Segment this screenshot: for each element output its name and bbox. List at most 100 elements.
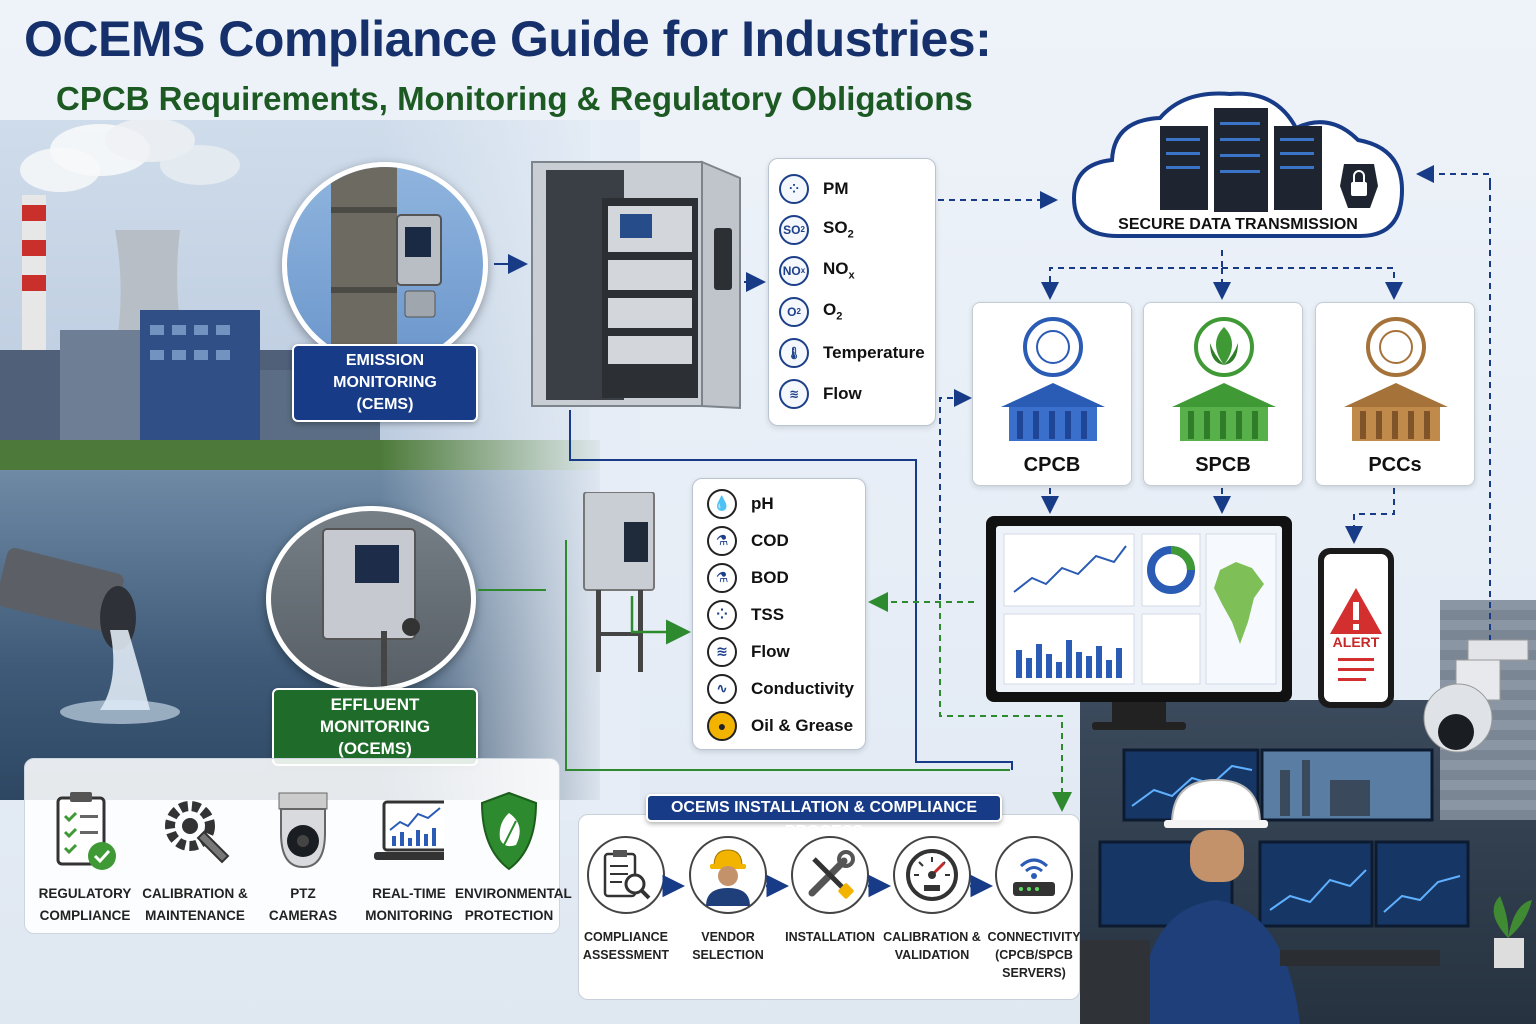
monitor-stand xyxy=(1112,702,1166,724)
spcb-building-icon xyxy=(1172,317,1276,441)
so2-text-sub: 2 xyxy=(847,228,854,241)
gauge-icon xyxy=(893,836,971,914)
nox-text-sub: x xyxy=(848,269,855,282)
param-conductivity-label: Conductivity xyxy=(751,678,854,698)
arrow-control-to-cloud xyxy=(1416,165,1491,184)
server-rack-icon xyxy=(1160,108,1322,212)
param-o2-label: O2 xyxy=(823,300,842,322)
param-nox-label: NOx xyxy=(823,259,855,281)
o2-badge-sub: 2 xyxy=(796,307,801,316)
param-tss-label: TSS xyxy=(751,604,785,624)
flask-icon: ⚗ xyxy=(707,562,737,593)
phone-screen: ALERT xyxy=(1324,554,1388,702)
step-calibration-validation: CALIBRATION & VALIDATION xyxy=(882,836,982,964)
step-label-line: INSTALLATION xyxy=(785,930,875,944)
arrow-to-cpcb xyxy=(939,389,972,600)
feature-environmental-protection: ENVIRONMENTAL PROTECTION xyxy=(455,759,572,927)
feature-label-line: COMPLIANCE xyxy=(39,908,131,923)
ocems-analyzer-stand-icon xyxy=(583,492,655,672)
page-title: OCEMS Compliance Guide for Industries: xyxy=(24,11,992,67)
param-temperature: 🌡 Temperature xyxy=(769,332,935,373)
authority-card-cpcb: CPCB xyxy=(972,302,1132,486)
feature-label-line: PTZ xyxy=(290,886,316,901)
outfall-pipe-illustration xyxy=(0,548,180,724)
page-subtitle: CPCB Requirements, Monitoring & Regulato… xyxy=(56,80,973,117)
arrow-cloud-to-cpcb xyxy=(1041,250,1223,300)
param-tss: ⁘ TSS xyxy=(693,596,865,633)
feature-label-line: PROTECTION xyxy=(464,908,554,923)
nox-badge-sub: x xyxy=(800,266,806,275)
alert-line xyxy=(1338,658,1374,661)
effluent-analyzer-photo xyxy=(266,506,476,692)
flow-icon: ≋ xyxy=(707,636,737,667)
param-ph-label: pH xyxy=(751,493,774,513)
nox-text: NO xyxy=(823,259,849,279)
param-flow-effluent: ≋Flow xyxy=(693,633,865,670)
clipboard-check-icon xyxy=(50,789,120,873)
particles-icon: ⁘ xyxy=(779,173,809,204)
param-pm: ⁘ PM xyxy=(769,168,935,209)
feature-label-line: MAINTENANCE xyxy=(145,908,245,923)
effluent-label-line2: (OCEMS) xyxy=(338,739,412,758)
authority-card-pccs: PCCs xyxy=(1315,302,1475,486)
param-flow-label: Flow xyxy=(823,383,862,403)
secure-data-transmission-label: SECURE DATA TRANSMISSION xyxy=(1118,216,1358,233)
param-bod: ⚗ BOD xyxy=(693,559,865,596)
step-label-line: COMPLIANCE xyxy=(583,930,669,944)
laptop-chart-icon xyxy=(374,789,444,873)
cpcb-building-icon xyxy=(1001,317,1105,441)
param-temperature-label: Temperature xyxy=(823,342,925,362)
cems-analyzer-cabinet-icon xyxy=(531,160,741,410)
drop-icon: 💧 xyxy=(707,488,737,519)
param-flow: ≋ Flow xyxy=(769,373,935,414)
emission-stack-photo xyxy=(282,162,488,368)
control-room-operator-illustration xyxy=(1080,639,1532,1024)
flask-icon: ⚗ xyxy=(707,525,737,556)
effluent-analyzer-icon xyxy=(322,528,420,687)
alert-line xyxy=(1338,678,1366,681)
step-label-line: (CPCB/SPCB xyxy=(995,948,1073,962)
o2-text: O xyxy=(823,300,837,320)
feature-label-line: REGULATORY xyxy=(38,886,132,901)
step-label-line: VENDOR xyxy=(701,930,755,944)
effluent-monitoring-label: EFFLUENT MONITORING (OCEMS) xyxy=(272,688,478,766)
padlock-icon xyxy=(1340,164,1378,208)
so2-text: SO xyxy=(823,218,848,238)
feature-label-line: ENVIRONMENTAL xyxy=(455,886,572,901)
waveform-icon: ∿ xyxy=(707,673,737,704)
param-so2-label: SO2 xyxy=(823,218,854,240)
so2-badge: SO xyxy=(783,222,801,237)
o2-text-sub: 2 xyxy=(836,310,843,323)
feature-regulatory-compliance: REGULATORY COMPLIANCE xyxy=(31,759,139,927)
so2-badge-sub: 2 xyxy=(800,225,805,234)
oil-drop-icon: ● xyxy=(707,710,737,741)
ptz-camera-icon xyxy=(268,789,338,873)
feature-label-line: CALIBRATION & xyxy=(142,886,248,901)
warning-triangle-icon xyxy=(1330,588,1382,634)
arrow-pccs-to-phone xyxy=(1345,488,1395,544)
ptz-camera-icon xyxy=(1423,639,1529,753)
param-bod-label: BOD xyxy=(751,567,789,587)
secure-cloud: SECURE DATA TRANSMISSION xyxy=(1068,86,1408,246)
alert-line xyxy=(1338,668,1374,671)
step-vendor-selection: VENDOR SELECTION xyxy=(678,836,778,964)
o2-badge: O xyxy=(787,304,797,319)
step-label-line: SELECTION xyxy=(692,948,764,962)
particles-icon: ⁘ xyxy=(707,599,737,630)
step-label-line: VALIDATION xyxy=(894,948,970,962)
process-title: OCEMS INSTALLATION & COMPLIANCE PROCESS xyxy=(646,794,1002,840)
emission-label-line2: (CEMS) xyxy=(356,396,414,413)
authority-name-spcb: SPCB xyxy=(1195,454,1251,476)
nox-badge: NO xyxy=(782,263,801,278)
cloud-icon xyxy=(1071,91,1405,238)
emission-monitoring-label: EMISSION MONITORING (CEMS) xyxy=(292,344,478,422)
gear-wrench-icon xyxy=(160,789,230,873)
authority-name-cpcb: CPCB xyxy=(1023,454,1081,476)
step-label-line: CALIBRATION & xyxy=(883,930,981,944)
